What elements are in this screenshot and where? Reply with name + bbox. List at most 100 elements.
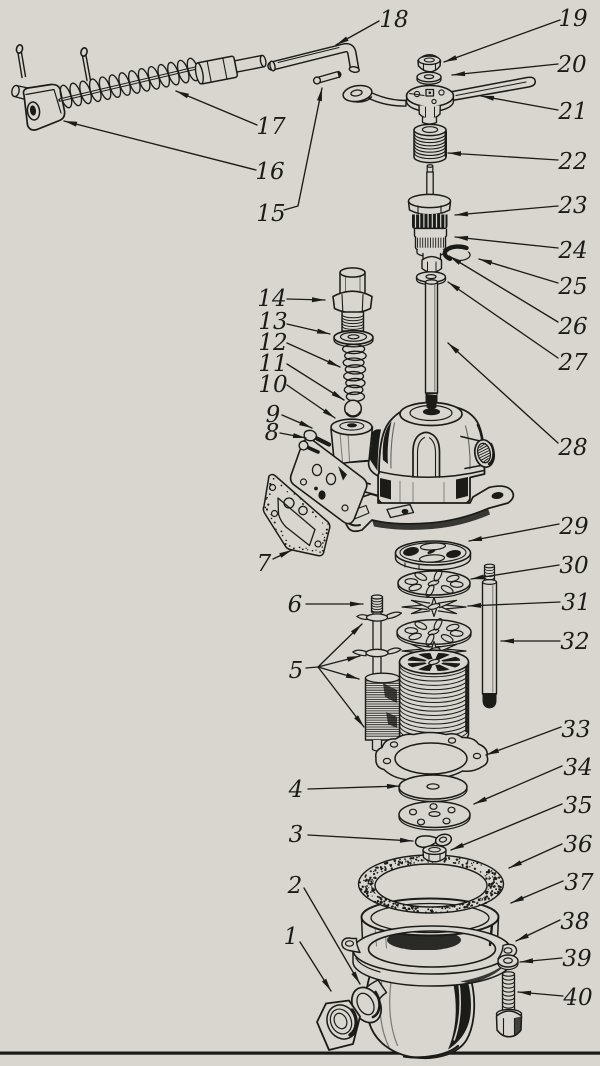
leader-arrowhead (481, 95, 495, 101)
part-30-plate (397, 568, 471, 599)
leader-arrowhead (327, 359, 340, 367)
part-4-diaphragm (398, 774, 468, 803)
leader-arrowhead (455, 211, 469, 217)
leader-arrowhead (448, 151, 462, 157)
leader-arrowhead (399, 837, 413, 843)
part-34-plate (398, 800, 471, 831)
callout-label-36: 36 (563, 832, 592, 858)
leader-line (454, 205, 559, 216)
part-1-hex-plug (316, 999, 361, 1051)
callout-label-23: 23 (557, 193, 587, 219)
leader-line (448, 255, 559, 323)
callout-15: 15 (256, 87, 323, 227)
part-39-washer (497, 954, 519, 971)
callout-36: 36 (508, 832, 593, 869)
leader-arrowhead (386, 783, 400, 789)
part-31-star-spacer (401, 596, 467, 618)
part-36-cork-gasket (357, 854, 505, 914)
callout-19: 19 (443, 6, 588, 63)
leader-arrowhead (64, 121, 78, 127)
callout-label-6: 6 (288, 592, 303, 618)
callout-label-39: 39 (562, 946, 591, 972)
callout-label-4: 4 (288, 777, 304, 803)
part-24-gland-packing (413, 228, 448, 258)
callout-label-14: 14 (257, 286, 286, 312)
leader-arrowhead (354, 715, 364, 727)
leader-arrowhead (336, 36, 349, 45)
callout-10: 10 (258, 372, 336, 419)
callout-31: 31 (467, 590, 591, 616)
leader-line (480, 95, 559, 111)
callout-label-22: 22 (557, 149, 587, 175)
callout-label-13: 13 (258, 309, 287, 335)
leader-line (175, 90, 258, 126)
leader-arrowhead (448, 343, 460, 354)
part-32-stud (481, 563, 498, 709)
callout-4: 4 (288, 777, 401, 803)
leader-arrowhead (471, 574, 485, 580)
leader-arrowhead (468, 602, 482, 608)
callout-22: 22 (447, 149, 588, 175)
callout-label-27: 27 (557, 350, 588, 376)
callout-34: 34 (473, 755, 593, 805)
part-filter-element (398, 649, 470, 747)
callout-1: 1 (284, 924, 332, 992)
callout-label-20: 20 (556, 52, 586, 78)
callout-26: 26 (448, 255, 588, 340)
part-cover-plate (289, 438, 368, 525)
callout-25: 25 (478, 258, 588, 300)
leader-line (447, 281, 559, 359)
part-20-washer (416, 71, 442, 85)
callout-label-3: 3 (289, 822, 304, 848)
callout-18: 18 (335, 7, 409, 46)
callout-20: 20 (451, 52, 587, 78)
leader-arrowhead (292, 433, 306, 438)
leader-arrowhead (479, 259, 493, 266)
leader-arrowhead (516, 933, 529, 941)
leader-arrowhead (176, 91, 189, 99)
leader-arrowhead (511, 895, 524, 903)
part-28-valve-rod (424, 279, 439, 409)
part-16-rod-knob (11, 83, 66, 131)
callout-37: 37 (510, 870, 594, 904)
callout-9: 9 (266, 402, 313, 429)
leader-line (443, 19, 561, 63)
leader-arrowhead (317, 88, 322, 102)
part-9-screw (303, 429, 332, 447)
leader-line (485, 726, 562, 756)
callout-label-8: 8 (265, 420, 280, 446)
callout-40: 40 (517, 985, 593, 1011)
part-26-collar (421, 252, 443, 274)
callout-label-25: 25 (557, 274, 587, 300)
callout-33: 33 (485, 717, 591, 756)
leader-arrowhead (316, 328, 330, 334)
callout-label-31: 31 (561, 590, 590, 616)
part-30b-plate (396, 617, 472, 648)
callout-28: 28 (447, 342, 588, 461)
leader-arrowhead (346, 656, 360, 662)
callout-30: 30 (470, 553, 589, 580)
leader-arrowhead (331, 390, 344, 400)
leader-line (447, 342, 559, 444)
leader-arrowhead (351, 624, 362, 635)
leader-arrowhead (451, 842, 464, 850)
callout-12: 12 (258, 330, 341, 368)
callout-14: 14 (257, 286, 326, 312)
callout-24: 24 (454, 235, 588, 264)
leader-arrowhead (311, 297, 325, 303)
callout-label-10: 10 (258, 372, 287, 398)
leader-line (63, 120, 257, 171)
leader-line (468, 523, 560, 542)
leader-arrowhead (455, 235, 469, 241)
leader-line (470, 564, 560, 580)
part-12-spring (341, 343, 367, 402)
callout-label-33: 33 (561, 717, 590, 743)
callout-27: 27 (447, 281, 588, 376)
part-8-screw (298, 440, 320, 454)
part-35-nut (422, 844, 447, 863)
part-cotter-pins (15, 44, 91, 82)
callout-label-5: 5 (289, 658, 304, 684)
callout-label-24: 24 (557, 238, 587, 264)
part-7-gasket (262, 473, 331, 557)
